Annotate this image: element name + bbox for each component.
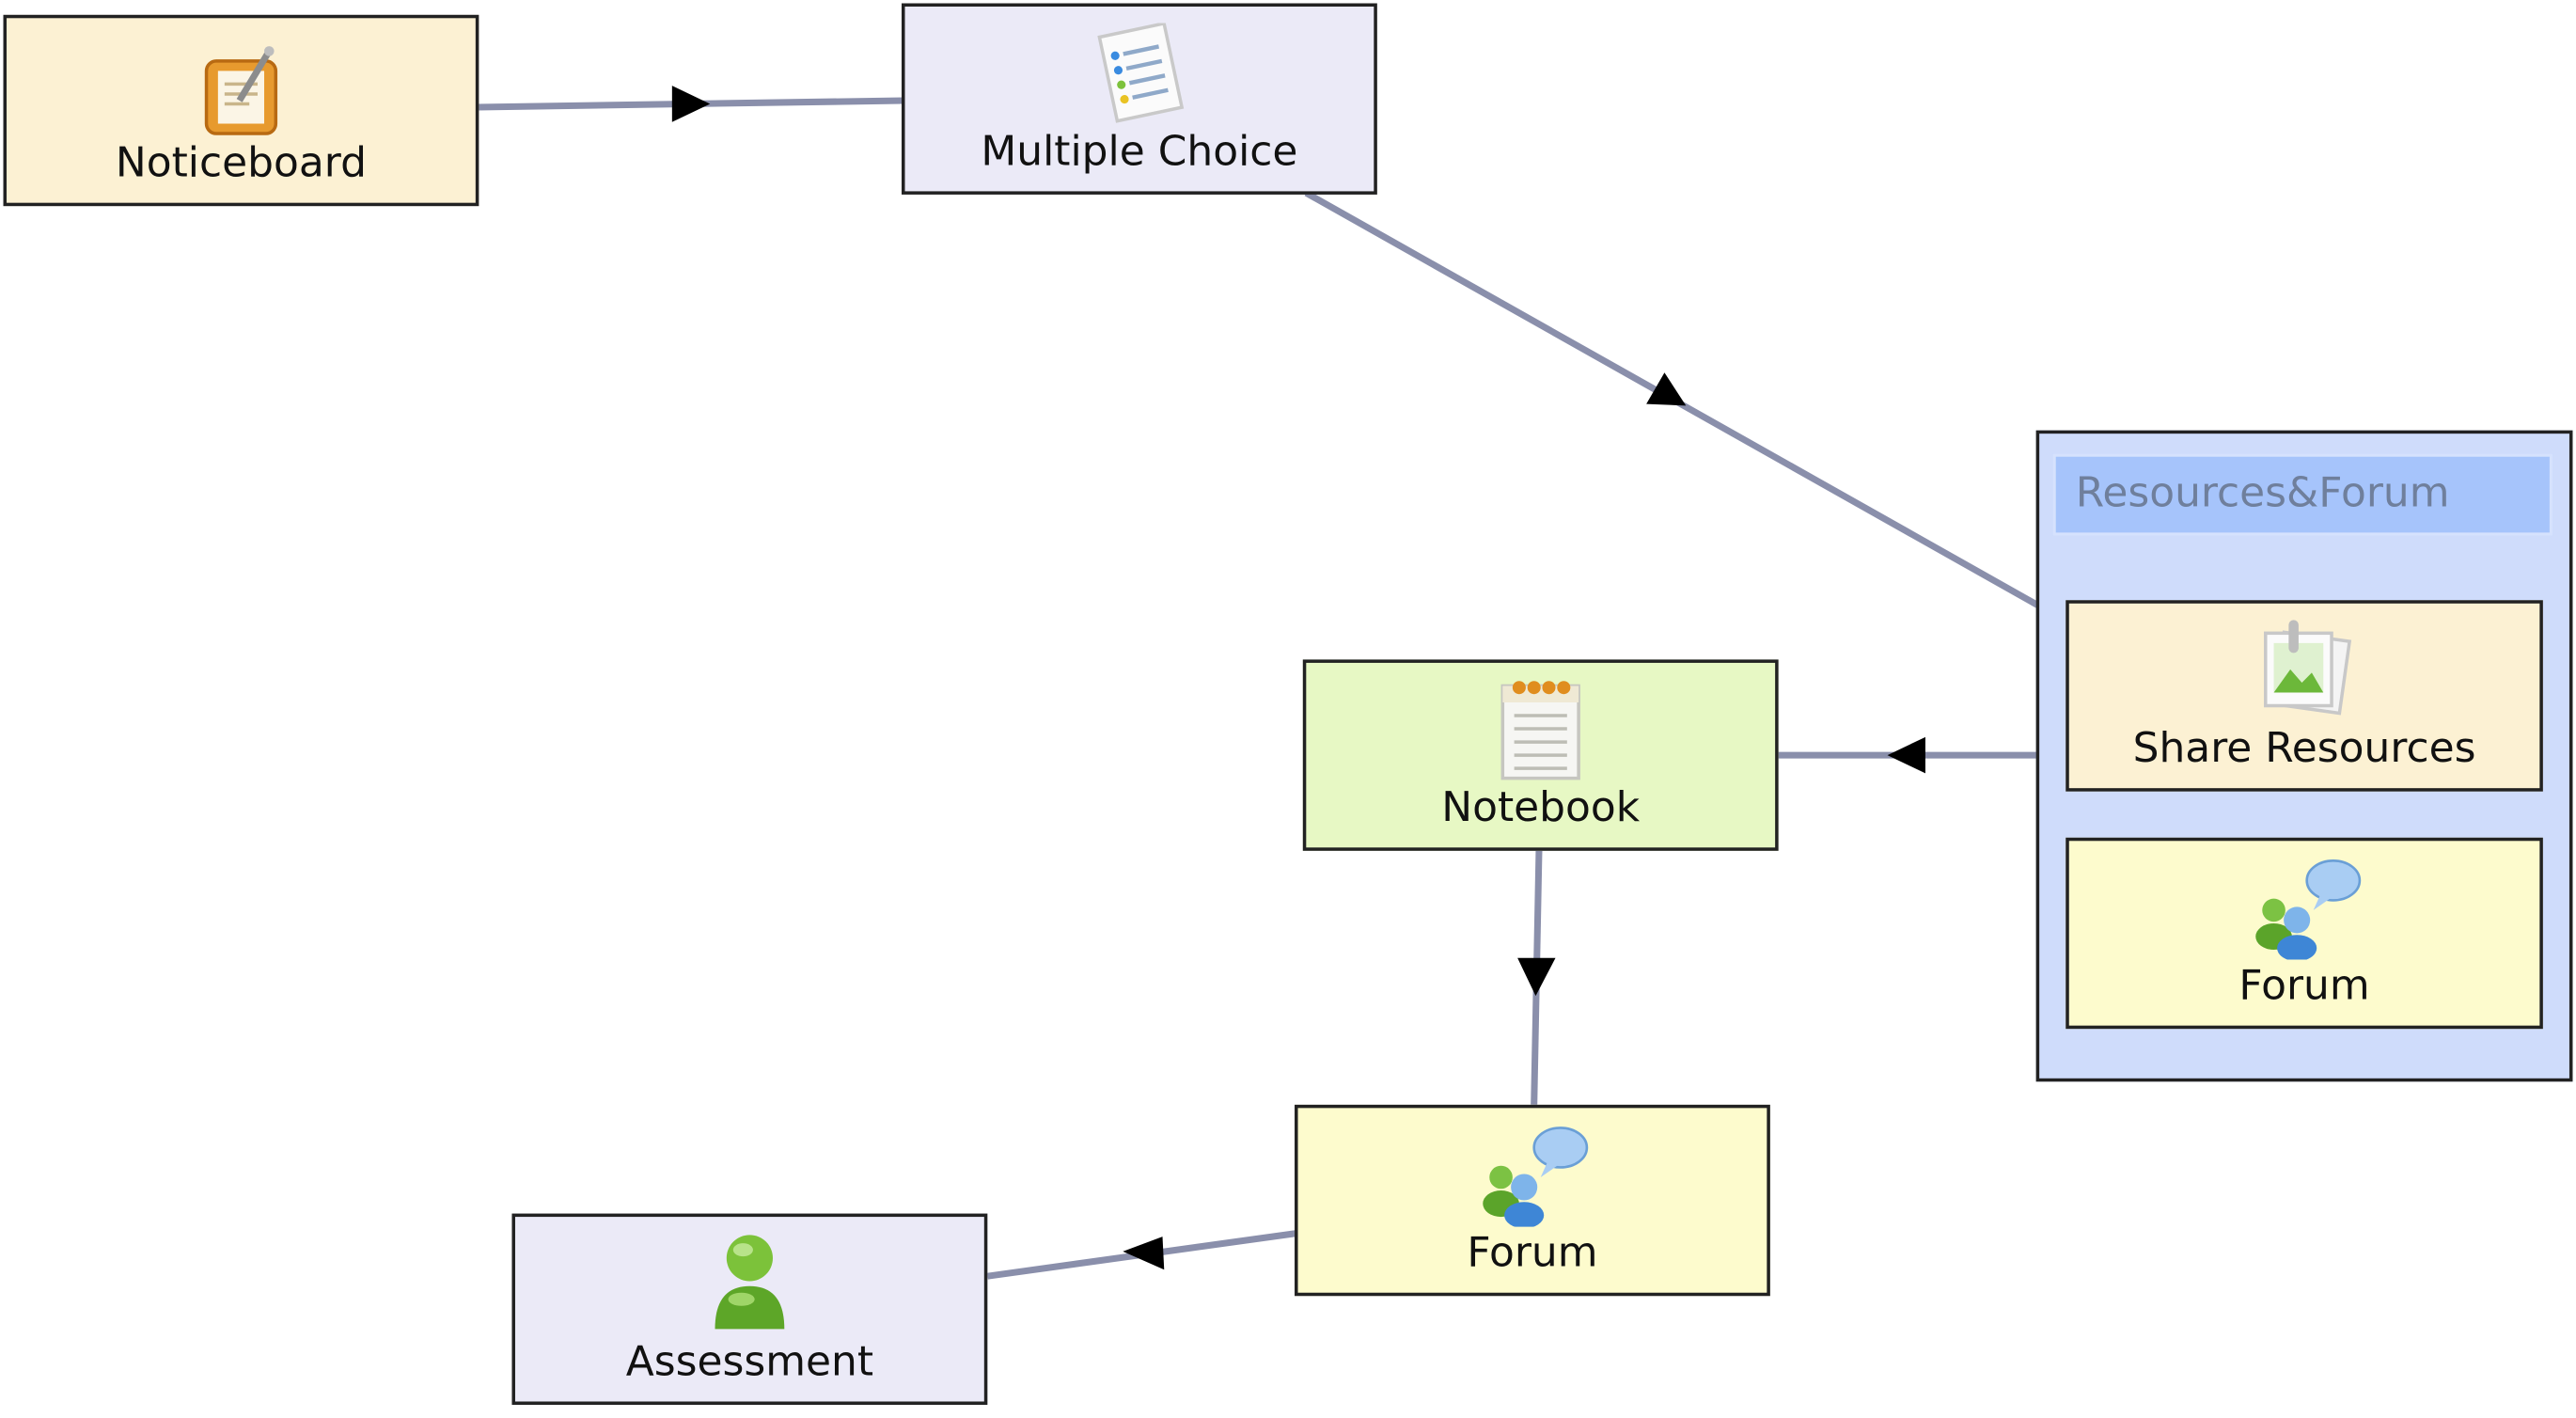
share-resources-icon: [2254, 617, 2353, 733]
group-forum-label: Forum: [2238, 961, 2370, 1010]
notebook-icon: [1498, 676, 1583, 792]
assessment-icon: [708, 1230, 791, 1342]
assessment-label: Assessment: [625, 1337, 874, 1385]
notebook-node[interactable]: Notebook: [1302, 659, 1779, 851]
share-resources-node[interactable]: Share Resources: [2066, 600, 2543, 792]
forum-label: Forum: [1467, 1228, 1598, 1277]
share-resources-label: Share Resources: [2132, 723, 2476, 772]
multiple-choice-label: Multiple Choice: [981, 127, 1298, 175]
group-forum-node[interactable]: Forum: [2066, 837, 2543, 1030]
assessment-node[interactable]: Assessment: [511, 1213, 988, 1405]
notebook-label: Notebook: [1441, 782, 1641, 831]
noticeboard-icon: [200, 44, 283, 147]
noticeboard-node[interactable]: Noticeboard: [3, 14, 479, 207]
forum-icon: [2247, 854, 2363, 969]
edge-resources-forum-to-notebook[interactable]: [1778, 736, 2038, 774]
edge-forum-to-assessment[interactable]: [986, 1230, 1297, 1280]
resources-forum-group[interactable]: Resources&Forum Share Resources: [2035, 430, 2573, 1082]
noticeboard-label: Noticeboard: [115, 138, 367, 187]
multiple-choice-icon: [1092, 21, 1187, 135]
edge-noticeboard-to-multiple-choice[interactable]: [477, 86, 903, 122]
multiple-choice-node[interactable]: Multiple Choice: [901, 3, 1377, 195]
edge-multiple-choice-to-resources-forum[interactable]: [1304, 190, 2040, 608]
group-title: Resources&Forum: [2052, 453, 2553, 536]
edge-notebook-to-forum[interactable]: [1517, 850, 1556, 1105]
forum-icon: [1474, 1121, 1590, 1237]
forum-node[interactable]: Forum: [1295, 1104, 1770, 1297]
